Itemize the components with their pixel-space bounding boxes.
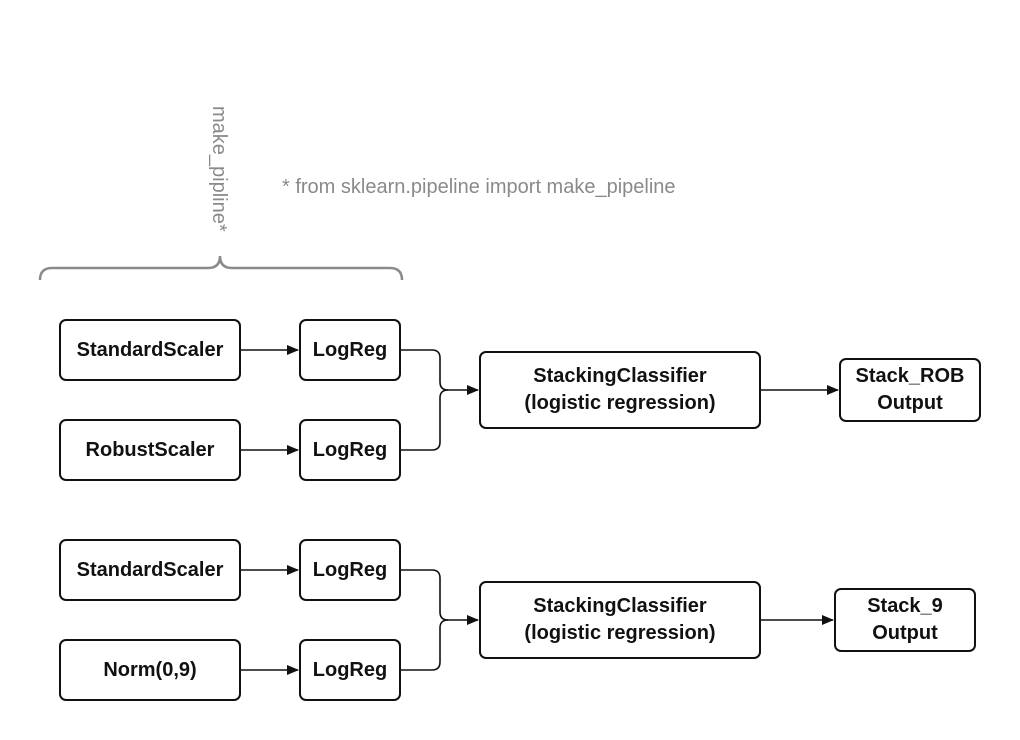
node-standardscaler-1: StandardScaler — [59, 319, 241, 381]
node-label: StandardScaler — [76, 338, 224, 361]
node-sublabel: (logistic regression) — [524, 392, 716, 414]
node-logreg-2a: LogReg — [299, 539, 401, 601]
node-stackingclassifier-2: StackingClassifier (logistic regression) — [479, 581, 761, 659]
node-label: StackingClassifier — [533, 365, 707, 387]
node-label: LogReg — [312, 658, 388, 681]
node-label: StandardScaler — [76, 558, 224, 581]
node-logreg-1b: LogReg — [299, 419, 401, 481]
node-label: LogReg — [312, 558, 388, 581]
node-sublabel: (logistic regression) — [524, 622, 716, 644]
make-pipeline-label: make_pipline* — [208, 106, 230, 232]
node-output-stack-9: Stack_9 Output — [834, 588, 976, 652]
node-standardscaler-2: StandardScaler — [59, 539, 241, 601]
node-robustscaler: RobustScaler — [59, 419, 241, 481]
edge-logreg-top-to-stacker-1 — [400, 349, 479, 395]
node-output-stack-rob: Stack_ROB Output — [839, 358, 981, 422]
node-logreg-1a: LogReg — [299, 319, 401, 381]
node-stackingclassifier-1: StackingClassifier (logistic regression) — [479, 351, 761, 429]
make-pipeline-brace — [38, 255, 404, 281]
node-label: LogReg — [312, 438, 388, 461]
node-label: StackingClassifier — [533, 595, 707, 617]
node-norm-0-9: Norm(0,9) — [59, 639, 241, 701]
node-sublabel: Output — [877, 392, 943, 414]
node-logreg-2b: LogReg — [299, 639, 401, 701]
node-label: LogReg — [312, 338, 388, 361]
sklearn-import-note: * from sklearn.pipeline import make_pipe… — [282, 176, 676, 198]
node-label: Stack_ROB — [855, 365, 965, 387]
node-label: Norm(0,9) — [103, 658, 197, 681]
node-label: Stack_9 — [867, 595, 943, 617]
node-sublabel: Output — [872, 622, 938, 644]
edge-logreg-bottom-to-stacker-1 — [400, 389, 449, 451]
edge-logreg-top-to-stacker-2 — [400, 569, 479, 625]
node-label: RobustScaler — [85, 438, 215, 461]
edge-logreg-bottom-to-stacker-2 — [400, 619, 449, 671]
